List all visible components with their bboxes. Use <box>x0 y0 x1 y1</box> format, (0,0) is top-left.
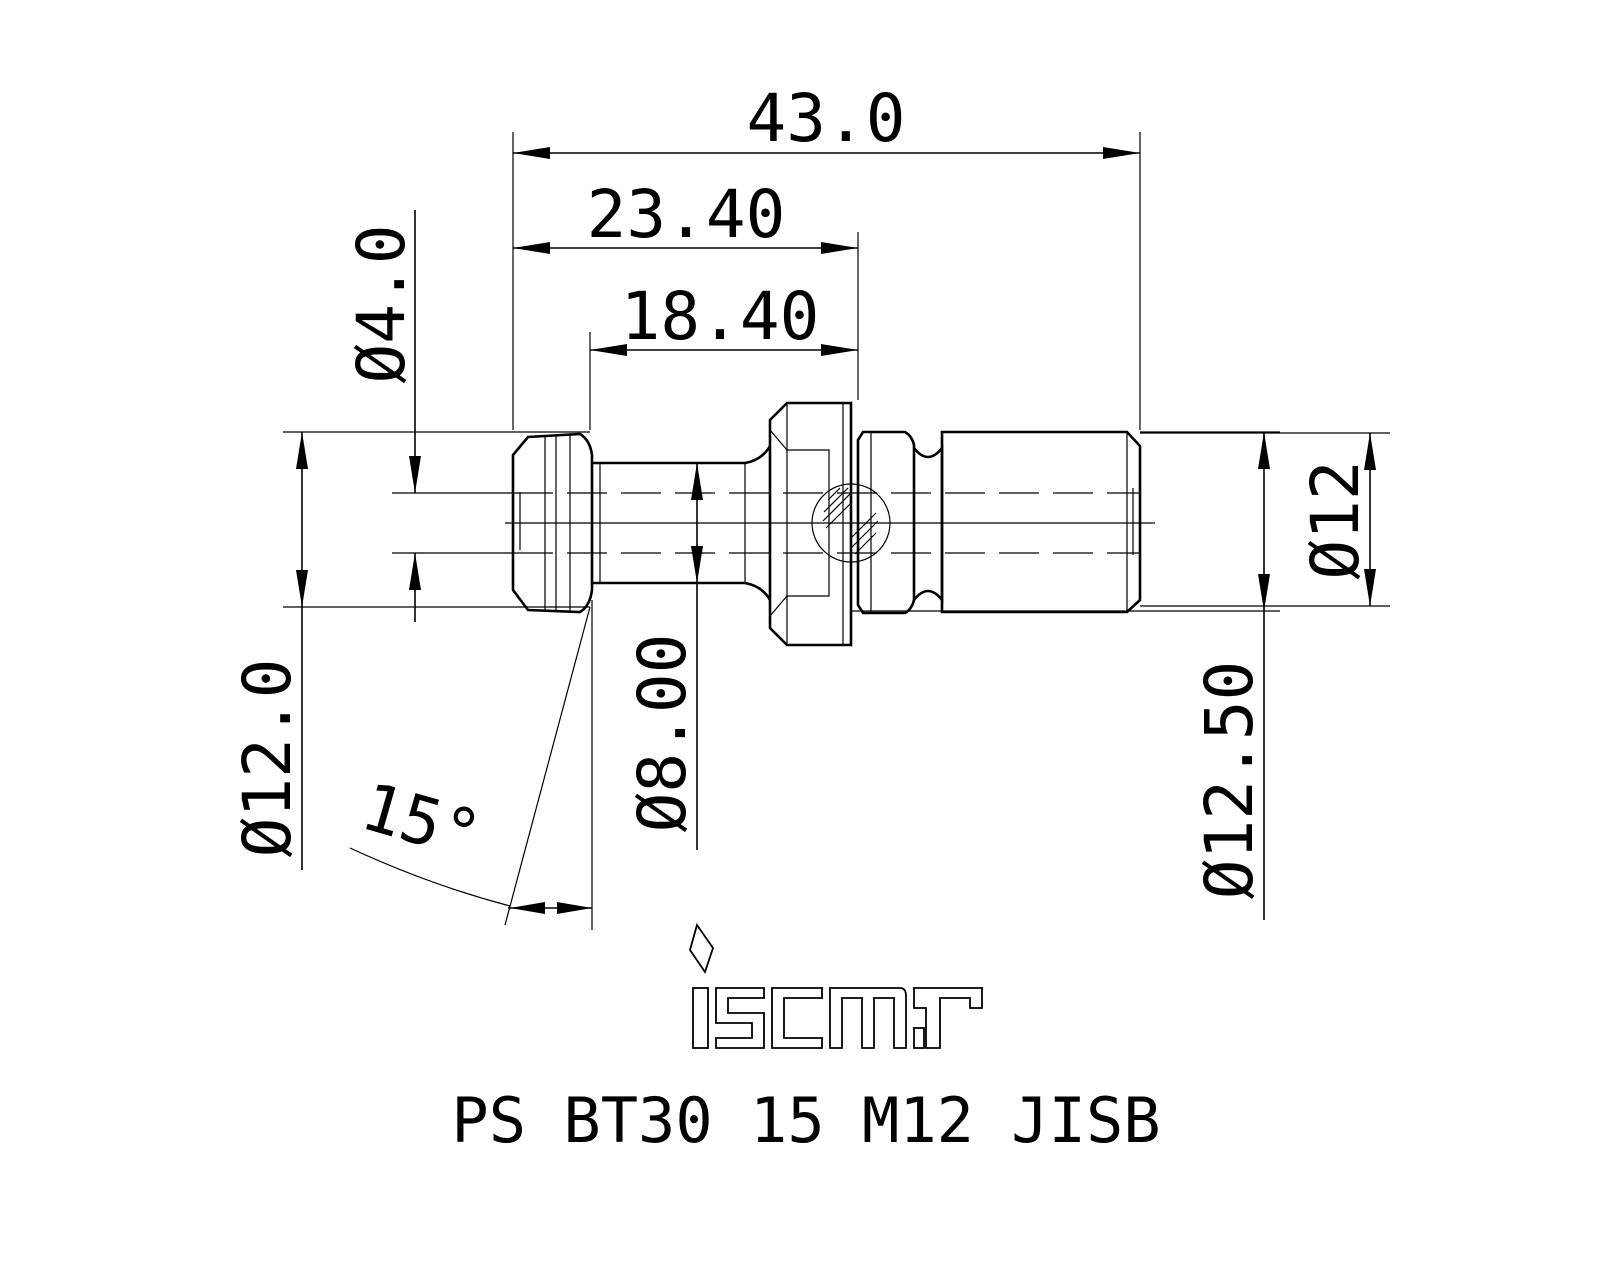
cross-hole-hatch <box>822 487 879 555</box>
iscar-logo: iscar <box>689 922 983 1049</box>
dim-angle: 15° <box>349 600 593 930</box>
dim-bore-diameter: Ø4.0 <box>343 210 513 622</box>
length-to-flange-label: 23.40 <box>587 176 786 253</box>
extension-lines <box>512 132 1141 430</box>
dim-overall-length: 43.0 <box>513 80 1140 159</box>
dim-flange-diameter: Ø12.50 <box>851 431 1280 920</box>
thread-diameter-label: Ø12 <box>1297 460 1374 579</box>
head-diameter-label: Ø12.0 <box>229 659 306 858</box>
neck-diameter-label: Ø8.00 <box>624 634 701 833</box>
dim-neck-length: 18.40 <box>590 278 858 356</box>
bore-diameter-label: Ø4.0 <box>343 225 420 384</box>
dim-head-diameter: Ø12.0 <box>229 431 590 870</box>
part-title: PS BT30 15 M12 JISB <box>451 1084 1160 1157</box>
neck-length-label: 18.40 <box>621 278 820 355</box>
flange-diameter-label: Ø12.50 <box>1191 661 1268 899</box>
dim-thread-diameter: Ø12 <box>1140 432 1390 607</box>
overall-length-label: 43.0 <box>747 80 906 157</box>
dim-neck-diameter: Ø8.00 <box>624 463 703 850</box>
dim-length-to-flange: 23.40 <box>513 176 858 254</box>
pull-stud-outline <box>505 401 1155 647</box>
